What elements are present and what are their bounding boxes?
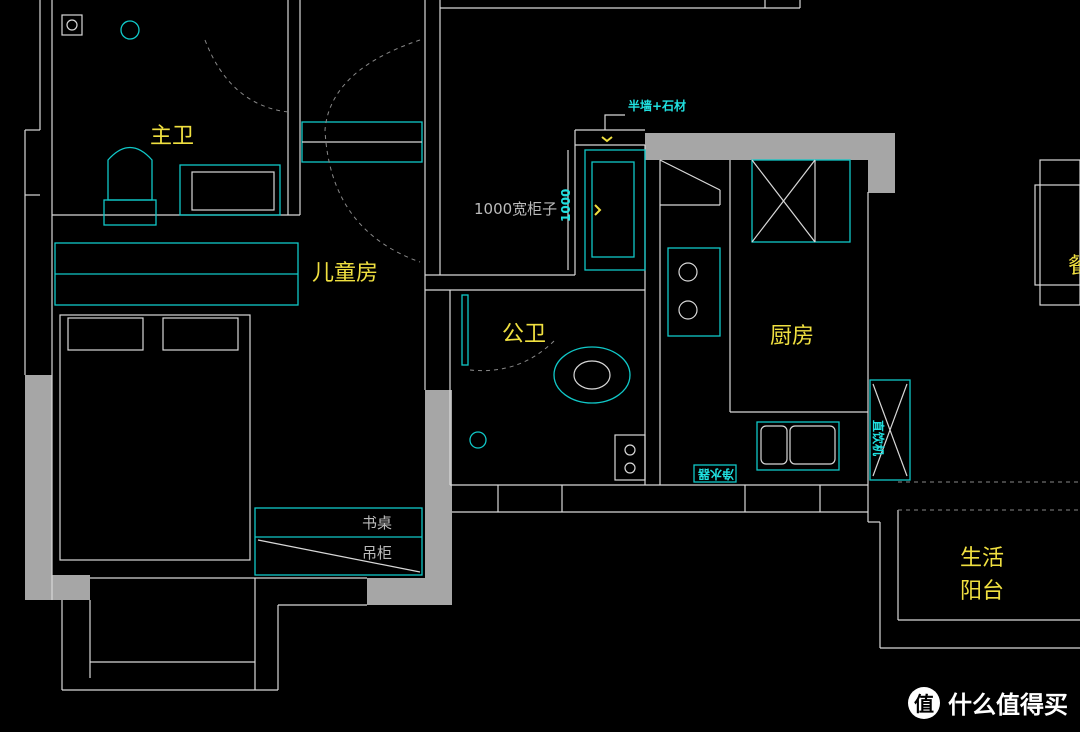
room-label-balcony-2: 阳台 (960, 579, 1004, 604)
room-label-public-bath: 公卫 (502, 322, 546, 347)
squat-toilet (553, 346, 631, 404)
bed (59, 314, 251, 561)
toilet (107, 146, 153, 201)
cabinet (584, 149, 646, 271)
room-label-balcony-1: 生活 (960, 546, 1004, 571)
stove (667, 247, 721, 337)
fixtures (54, 14, 911, 576)
cabinet-width-label: 1000宽柜子 (474, 200, 557, 218)
kitchen-sink (756, 421, 840, 471)
watermark: 值 什么值得买 (908, 685, 1068, 720)
water-dispenser (869, 379, 911, 481)
desk-label: 书桌 (362, 514, 392, 532)
bath-sink (179, 164, 281, 216)
watermark-logo: 值 (908, 686, 940, 719)
water-purifier (693, 464, 737, 483)
room-label-master-bath: 主卫 (150, 124, 194, 149)
hanging-cabinet-label: 吊柜 (362, 544, 392, 562)
solid-walls (25, 133, 895, 605)
walls (24, 0, 1080, 691)
water-purifier-label: 净水器 (697, 467, 734, 482)
half-wall-label: 半墙+石材 (628, 98, 686, 113)
water-dispenser-label: 直饮机 (871, 420, 886, 456)
watermark-text: 什么值得买 (948, 691, 1068, 719)
dimension-label: 1000 (559, 189, 573, 222)
desk (254, 507, 423, 576)
fridge (751, 159, 851, 243)
room-label-dining: 餐 (1068, 254, 1080, 279)
room-label-kids-room: 儿童房 (312, 261, 378, 286)
room-label-kitchen: 厨房 (770, 324, 814, 349)
